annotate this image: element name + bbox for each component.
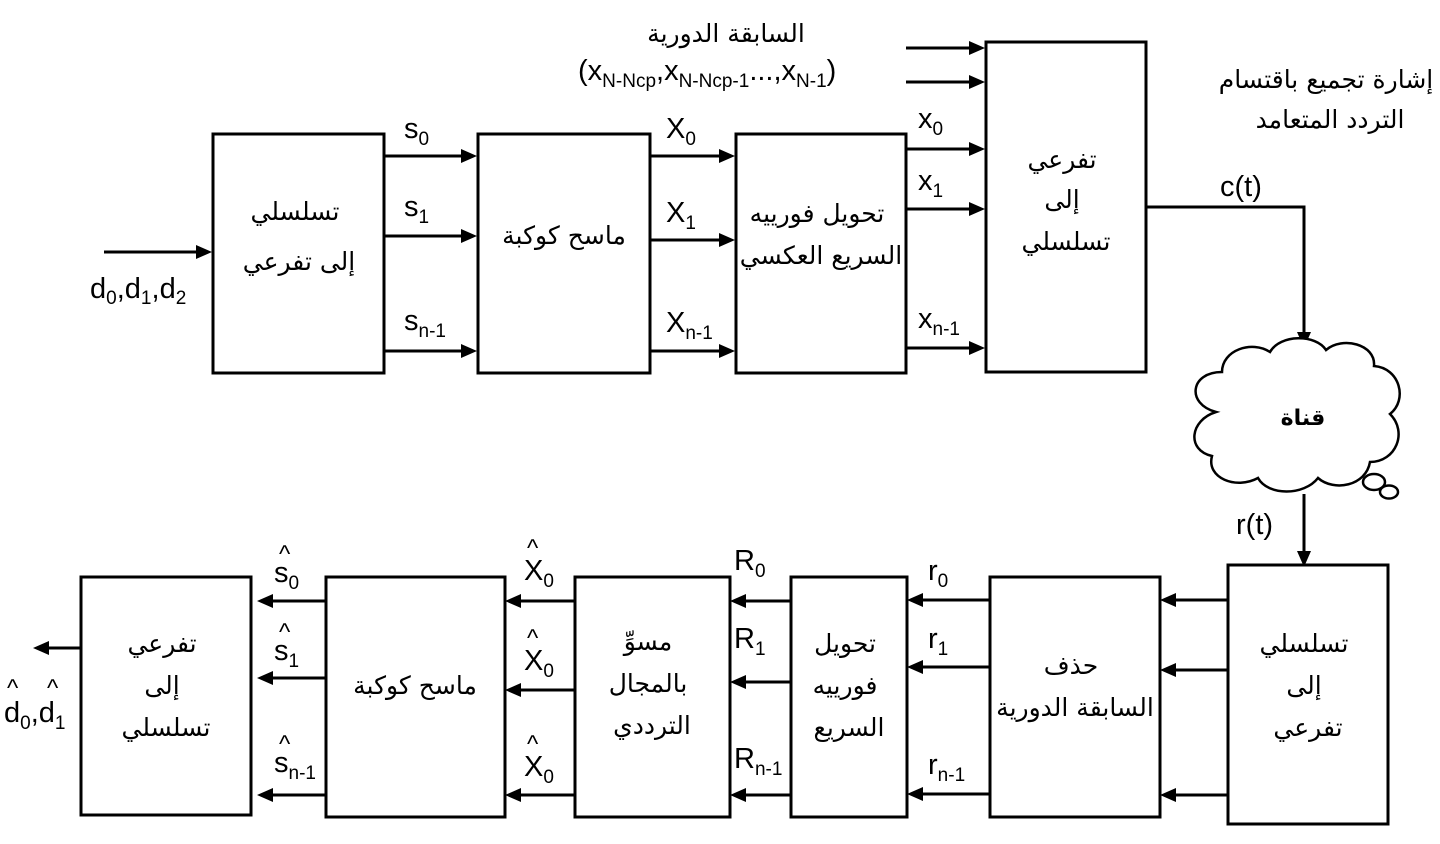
svg-text:ماسح كوكبة: ماسح كوكبة <box>502 221 626 251</box>
rx-cp-line-2: السابقة الدورية <box>996 693 1154 723</box>
channel-cloud: قناة <box>1193 337 1401 500</box>
rn1-label: rn-1 <box>928 749 965 786</box>
rx-eq-line-3: الترددي <box>613 711 691 740</box>
Xhat1-label: ^ X0 <box>524 625 554 682</box>
Xn1-label: Xn-1 <box>666 307 713 344</box>
svg-text:^: ^ <box>527 625 539 652</box>
tx-ps-line-3: تسلسلي <box>1022 227 1111 256</box>
svg-text:sn-1: sn-1 <box>274 747 316 784</box>
xn1-label: xn-1 <box>918 303 960 340</box>
rx-equalizer-block: مسوِّ بالمجال الترددي <box>573 575 732 819</box>
tx-ps-block: تفرعي إلى تسلسلي <box>984 40 1148 374</box>
rx-wires <box>33 494 1311 802</box>
rx-sp-line-1: تسلسلي <box>1260 629 1349 658</box>
tx-sp-block: تسلسلي إلى تفرعي <box>211 132 386 375</box>
svg-text:تسلسلي إلى تفرعي: تسلسلي إلى تفرعي <box>243 197 356 277</box>
rx-sp-line-2: إلى <box>1286 671 1321 701</box>
svg-text:^: ^ <box>279 619 291 646</box>
R1-label: R1 <box>734 623 766 660</box>
r0-label: r0 <box>928 555 948 592</box>
Xhat0-label: ^ X0 <box>524 535 554 592</box>
tx-ifft-line-2: السريع العكسي <box>740 241 902 271</box>
svg-text:^: ^ <box>47 675 59 702</box>
R0-label: R0 <box>734 545 766 582</box>
tx-ifft-block: تحويل فورييه السريع العكسي <box>734 132 908 375</box>
x1-label: x1 <box>918 165 943 202</box>
tx-sp-line-2: إلى تفرعي <box>243 247 356 277</box>
s1-label: s1 <box>404 191 429 228</box>
rx-sp-line-3: تفرعي <box>1273 713 1342 742</box>
svg-text:تفرعي إلى تسلسلي: تفرعي إلى تسلسلي <box>1022 145 1111 256</box>
X1-label: X1 <box>666 197 696 234</box>
Xhatn1-label: ^ X0 <box>524 731 554 788</box>
rx-fft-line-1: تحويل <box>814 629 876 658</box>
s0-label: s0 <box>404 113 429 150</box>
ofdm-signal-label: إشارة تجميع باقتسام التردد المتعامد <box>1219 65 1440 134</box>
Rn1-label: Rn-1 <box>734 743 782 780</box>
rx-ps-line-2: إلى <box>144 671 179 701</box>
X0-label: X0 <box>666 113 696 150</box>
tx-input-label: d0,d1,d2 <box>90 273 186 309</box>
svg-text:تسلسلي إلى تفرعي: تسلسلي إلى تفرعي <box>1260 629 1357 742</box>
shat0-label: ^ s0 <box>274 541 299 594</box>
svg-text:مسوِّ بالمجال التر: مسوِّ بالمجال الترددي <box>609 627 696 740</box>
svg-text:s1: s1 <box>274 635 299 672</box>
sn1-label: sn-1 <box>404 305 446 342</box>
svg-text:s0: s0 <box>274 557 299 594</box>
rx-fft-line-2: فورييه <box>813 671 878 700</box>
rx-ps-line-1: تفرعي <box>127 629 196 658</box>
svg-text:^: ^ <box>279 731 291 758</box>
tx-ps-line-2: إلى <box>1044 185 1079 215</box>
rx-sp-block: تسلسلي إلى تفرعي <box>1226 563 1390 826</box>
r1-label: r1 <box>928 623 948 660</box>
tx-mapper-line-1: ماسح كوكبة <box>502 221 626 251</box>
rx-mapper-block: ماسح كوكبة <box>324 575 507 819</box>
svg-text:d0,d1: d0,d1 <box>4 697 66 734</box>
cp-sequence: (xN-Ncp,xN-Ncp-1...,xN-1) <box>578 55 836 92</box>
svg-text:^: ^ <box>279 541 291 568</box>
rx-ps-block: تفرعي إلى تسلسلي <box>79 575 253 817</box>
rx-eq-line-2: بالمجال <box>609 669 688 698</box>
svg-text:تحويل فورييه السريع العك: تحويل فورييه السريع العكسي <box>740 199 902 271</box>
ct-label: c(t) <box>1220 171 1262 203</box>
rx-cp-line-1: حذف <box>1044 651 1099 680</box>
svg-text:^: ^ <box>7 675 19 702</box>
tx-wires <box>104 41 1311 358</box>
shat1-label: ^ s1 <box>274 619 299 672</box>
svg-text:تحويل فورييه السري: تحويل فورييه السريع <box>813 629 886 743</box>
svg-text:ماسح كوكبة: ماسح كوكبة <box>353 671 477 701</box>
svg-text:تفرعي إلى تسلسلي: تفرعي إلى تسلسلي <box>122 629 211 742</box>
rx-eq-line-1: مسوِّ <box>622 627 673 656</box>
svg-text:^: ^ <box>527 535 539 562</box>
rx-ps-line-3: تسلسلي <box>122 713 211 742</box>
tx-sp-line-1: تسلسلي <box>251 197 340 226</box>
x0-label: x0 <box>918 103 943 140</box>
rx-fft-block: تحويل فورييه السريع <box>789 575 909 819</box>
rx-output-label: ^ ^ d0,d1 <box>4 675 66 734</box>
tx-mapper-block: ماسح كوكبة <box>476 132 652 375</box>
rx-mapper-line-1: ماسح كوكبة <box>353 671 477 701</box>
svg-text:حذف السابقة الدورية: حذف السابقة الدورية <box>996 651 1154 723</box>
shatn1-label: ^ sn-1 <box>274 731 316 784</box>
tx-ifft-line-1: تحويل فورييه <box>750 199 885 228</box>
svg-text:X0: X0 <box>524 751 554 788</box>
rx-fft-line-3: السريع <box>814 713 885 743</box>
channel-label: قناة <box>1281 406 1326 431</box>
rx-cp-remove-block: حذف السابقة الدورية <box>988 575 1162 819</box>
svg-text:^: ^ <box>527 731 539 758</box>
tx-ps-line-1: تفرعي <box>1027 145 1096 174</box>
svg-text:X0: X0 <box>524 555 554 592</box>
rt-label: r(t) <box>1236 509 1273 541</box>
cp-title: السابقة الدورية <box>647 19 805 49</box>
svg-text:X0: X0 <box>524 645 554 682</box>
